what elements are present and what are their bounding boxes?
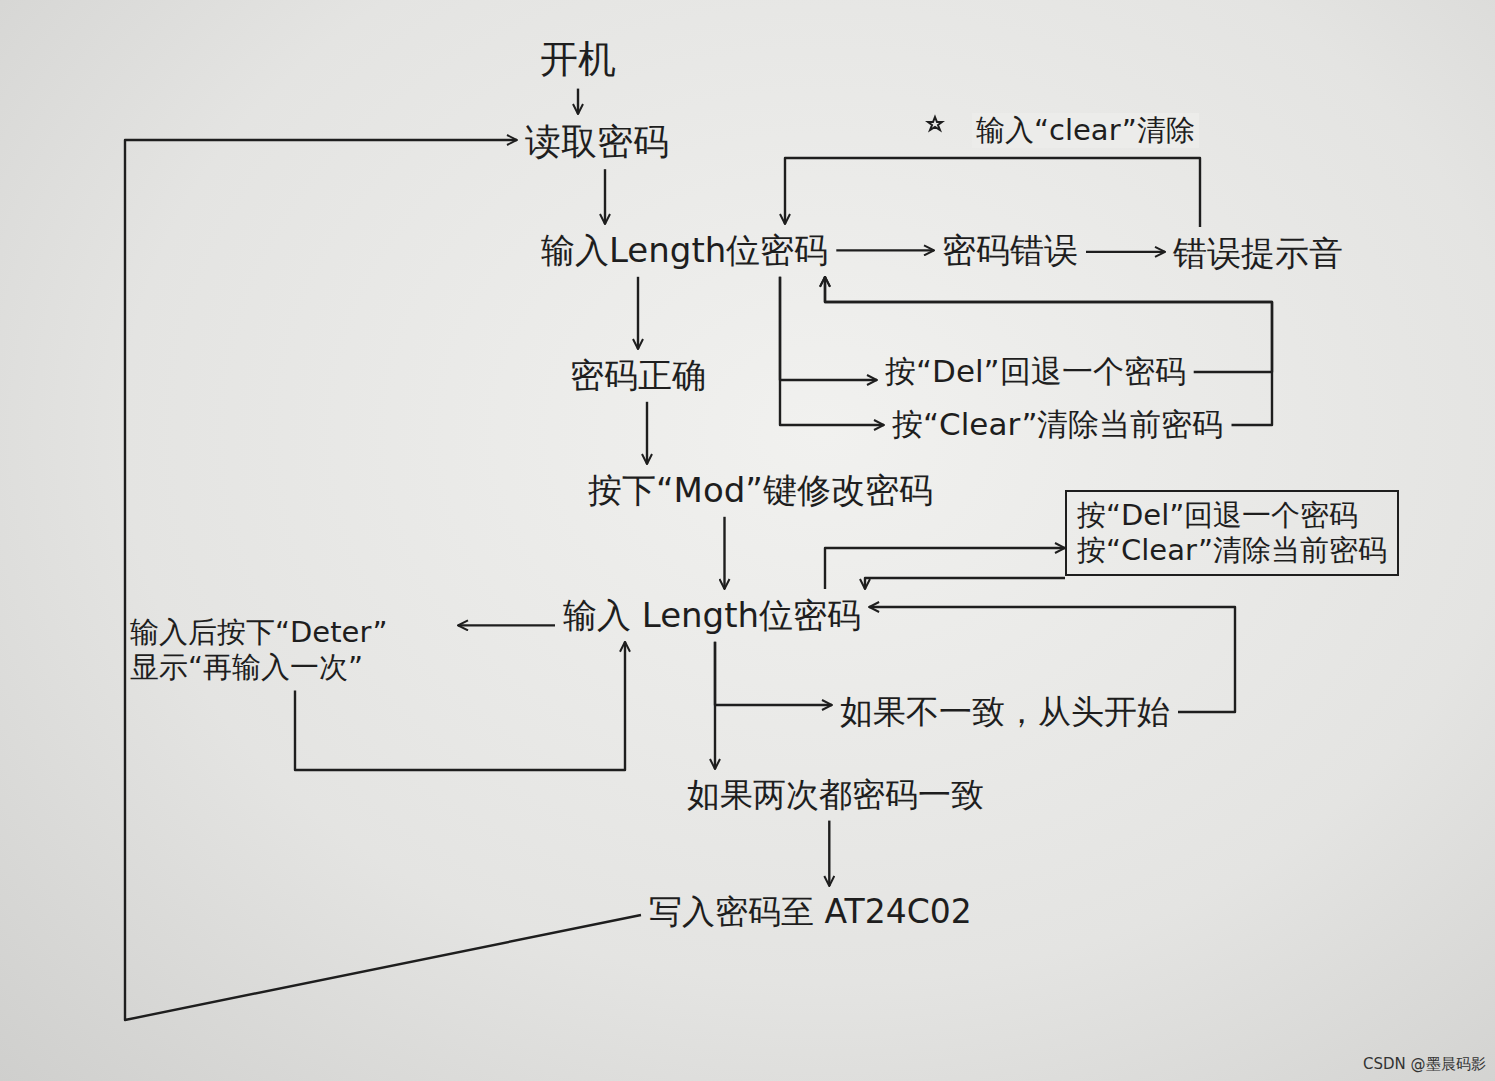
flow-arrow bbox=[1086, 251, 1165, 253]
process-step: 读取密码 bbox=[517, 114, 677, 169]
step-text: 读取密码 bbox=[525, 120, 669, 163]
flow-arrow bbox=[828, 821, 830, 886]
process-box: 按“Del”回退一个密码按“Clear”清除当前密码 bbox=[1065, 490, 1399, 576]
flow-arrow bbox=[577, 89, 579, 114]
flow-arrow bbox=[714, 642, 716, 769]
step-text: 密码正确 bbox=[570, 355, 706, 396]
step-text: 如果两次都密码一致 bbox=[687, 775, 984, 815]
process-step: 密码正确 bbox=[562, 349, 714, 402]
flow-arrow bbox=[825, 548, 1065, 589]
step-text: 开机 bbox=[540, 37, 616, 83]
process-step: 按“Clear”清除当前密码 bbox=[884, 400, 1232, 449]
step-text: 输入Length位密码 bbox=[541, 230, 828, 271]
step-text: 按下“Mod”键修改密码 bbox=[588, 470, 933, 511]
step-text: 输入后按下“Deter” 显示“再输入一次” bbox=[130, 615, 450, 685]
flow-arrow bbox=[125, 140, 641, 1020]
watermark: CSDN @墨晨码影 bbox=[1363, 1055, 1486, 1074]
process-step: 按下“Mod”键修改密码 bbox=[580, 464, 941, 517]
decision-step: 如果两次都密码一致 bbox=[679, 769, 992, 821]
flow-arrow bbox=[637, 277, 639, 349]
process-step: 输入后按下“Deter” 显示“再输入一次” bbox=[122, 609, 458, 691]
flow-arrow bbox=[780, 277, 877, 380]
edge-label: 输入“clear”清除 bbox=[972, 113, 1199, 148]
flow-arrow bbox=[836, 249, 934, 251]
process-step: 错误提示音 bbox=[1165, 227, 1351, 280]
flow-arrow bbox=[865, 578, 1065, 589]
end-step: 写入密码至 AT24C02 bbox=[641, 886, 980, 938]
flow-arrow bbox=[780, 277, 884, 425]
step-text: 按“Del”回退一个密码 bbox=[885, 353, 1186, 390]
decision-step: 如果不一致，从头开始 bbox=[832, 686, 1178, 738]
flow-arrow bbox=[458, 624, 555, 626]
step-text: 写入密码至 AT24C02 bbox=[649, 892, 972, 932]
flow-arrow bbox=[604, 169, 606, 224]
flow-arrow bbox=[785, 158, 1200, 227]
process-step: 密码错误 bbox=[934, 224, 1086, 277]
step-text: 输入 Length位密码 bbox=[563, 595, 861, 636]
step-text: 按“Clear”清除当前密码 bbox=[1077, 533, 1387, 568]
process-step: 输入 Length位密码 bbox=[555, 589, 869, 642]
start-step: 开机 bbox=[532, 31, 624, 89]
flow-arrow bbox=[723, 517, 725, 589]
step-text: 如果不一致，从头开始 bbox=[840, 692, 1170, 732]
flow-arrow bbox=[646, 402, 648, 464]
process-step: 按“Del”回退一个密码 bbox=[877, 347, 1194, 396]
step-text: 密码错误 bbox=[942, 230, 1078, 271]
step-text: 按“Clear”清除当前密码 bbox=[892, 406, 1224, 443]
process-step: 输入Length位密码 bbox=[533, 224, 836, 277]
step-text: 错误提示音 bbox=[1173, 233, 1343, 274]
step-text: 按“Del”回退一个密码 bbox=[1077, 498, 1387, 533]
star-mark bbox=[928, 117, 942, 130]
flow-arrow bbox=[715, 642, 832, 705]
flow-arrow bbox=[825, 277, 1272, 425]
